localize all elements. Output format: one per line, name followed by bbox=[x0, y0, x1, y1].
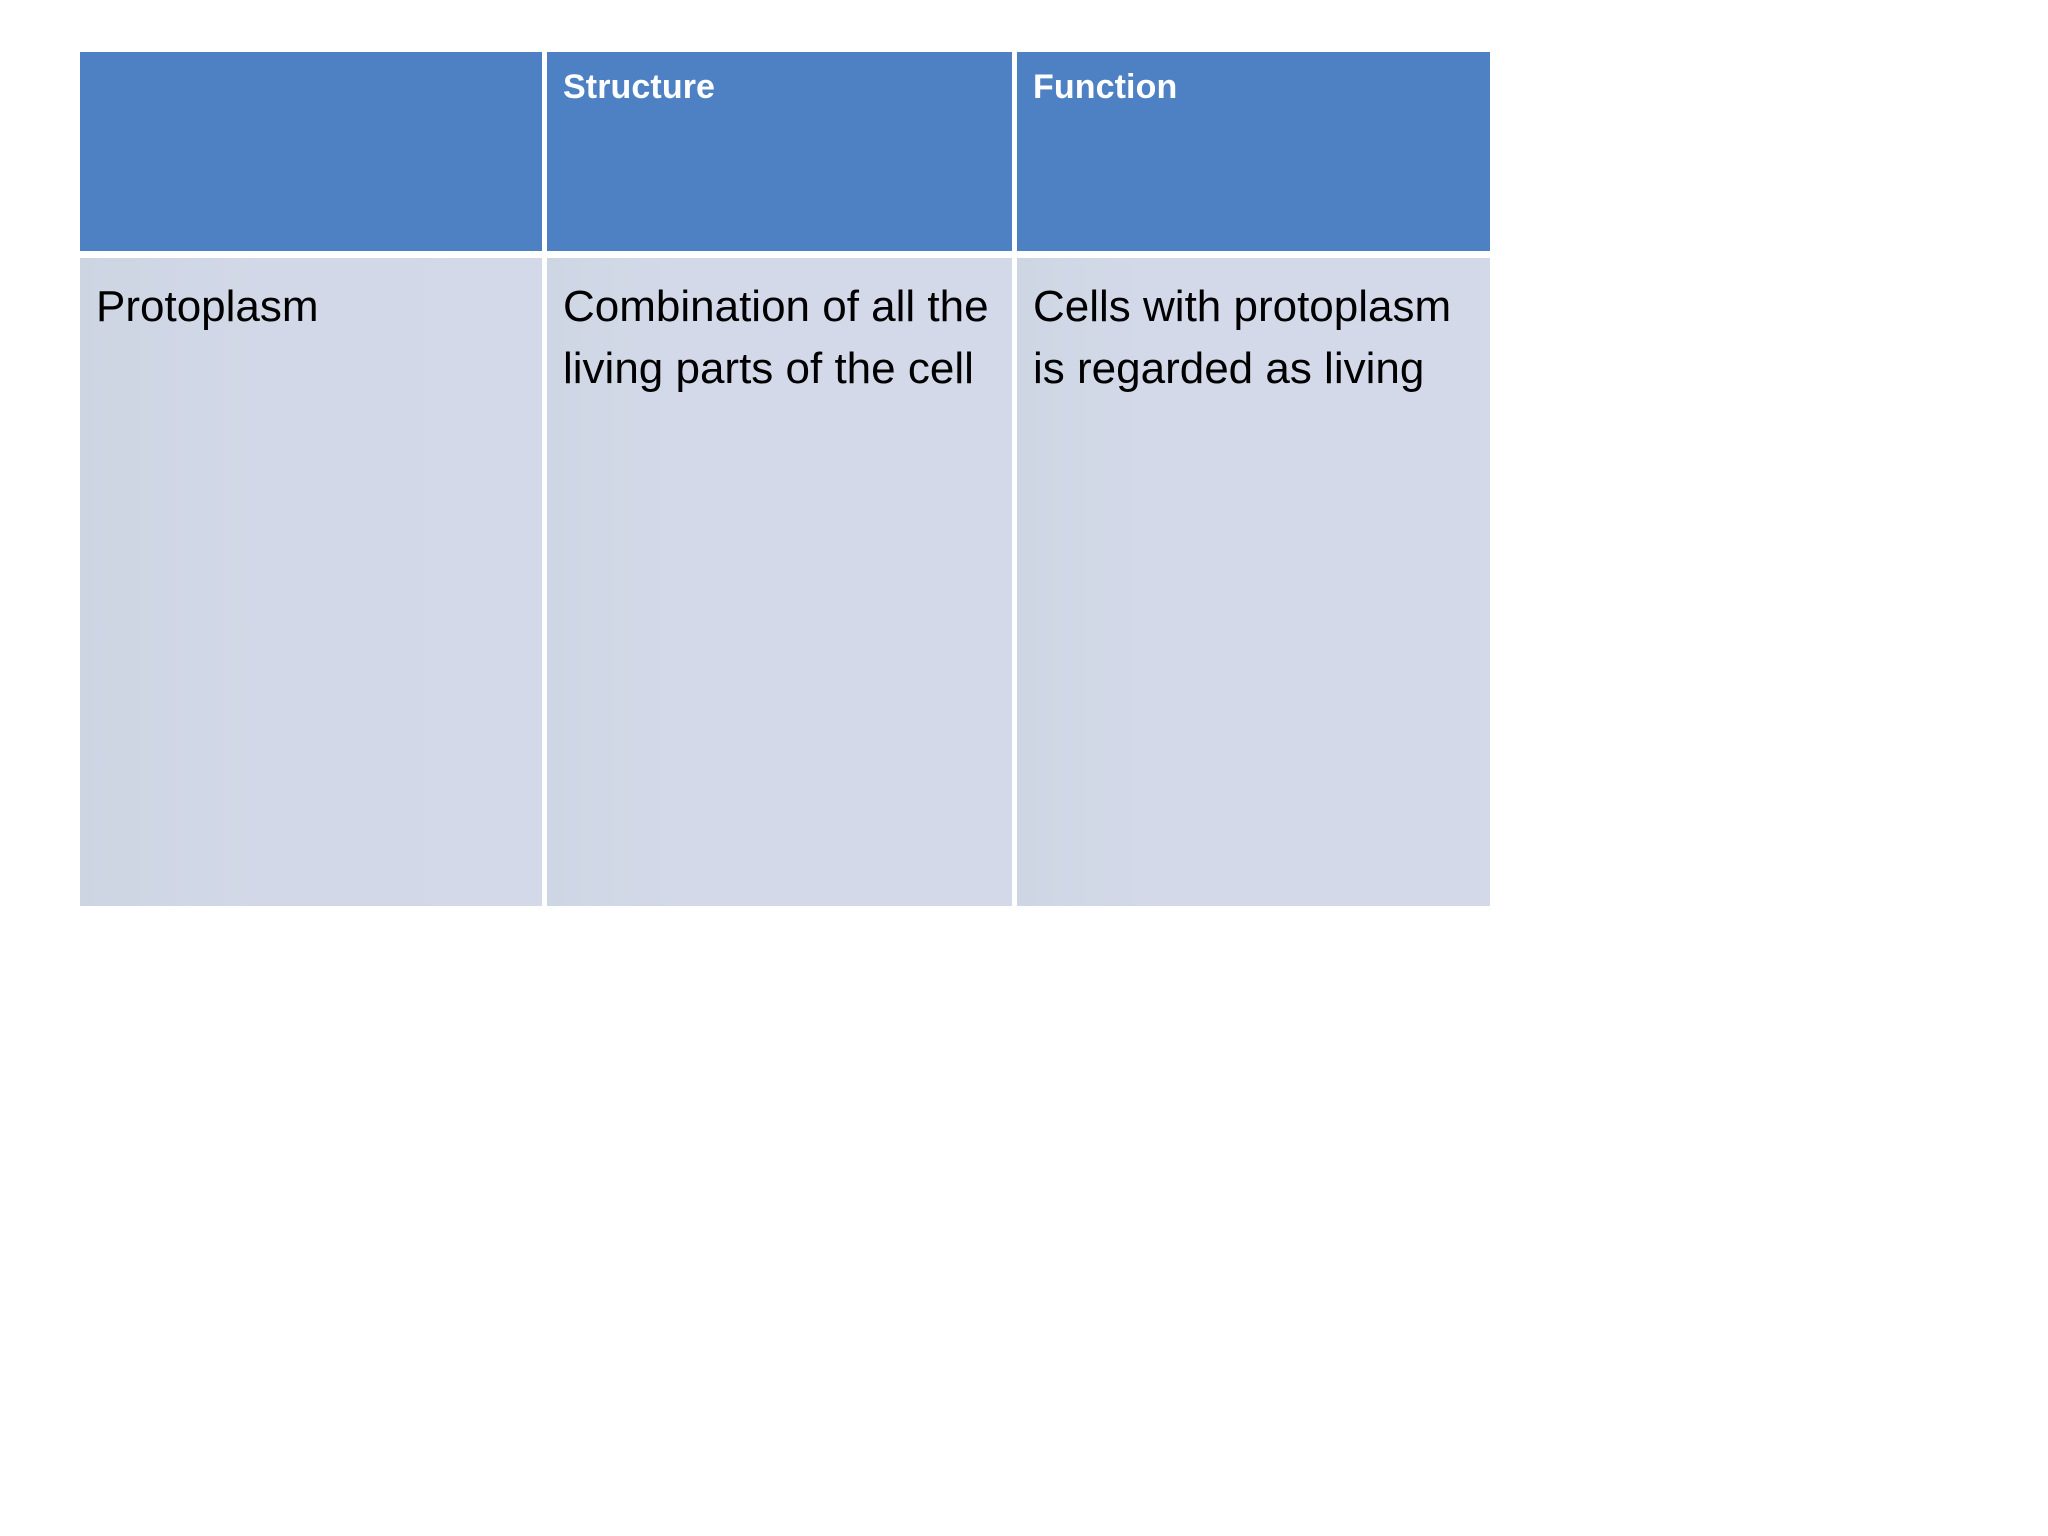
column-header-name bbox=[80, 52, 547, 258]
cell-part-name: Protoplasm bbox=[80, 258, 547, 906]
cell-function-text: Cells with protoplasm is regarded as liv… bbox=[1033, 282, 1452, 394]
column-header-function: Function bbox=[1017, 52, 1490, 258]
column-header-structure: Structure bbox=[547, 52, 1017, 258]
cell-function: Cells with protoplasm is regarded as liv… bbox=[1017, 258, 1490, 906]
cell-part-name-text: Protoplasm bbox=[96, 282, 319, 331]
cell-parts-table: Structure Function Protoplasm Combinatio… bbox=[80, 52, 1490, 906]
cell-structure-text: Combination of all the living parts of t… bbox=[563, 282, 989, 394]
table-header-row: Structure Function bbox=[80, 52, 1490, 258]
table-body: Protoplasm Combination of all the living… bbox=[80, 258, 1490, 906]
table-row: Protoplasm Combination of all the living… bbox=[80, 258, 1490, 906]
table-header-row-group: Structure Function bbox=[80, 52, 1490, 258]
cell-structure: Combination of all the living parts of t… bbox=[547, 258, 1017, 906]
